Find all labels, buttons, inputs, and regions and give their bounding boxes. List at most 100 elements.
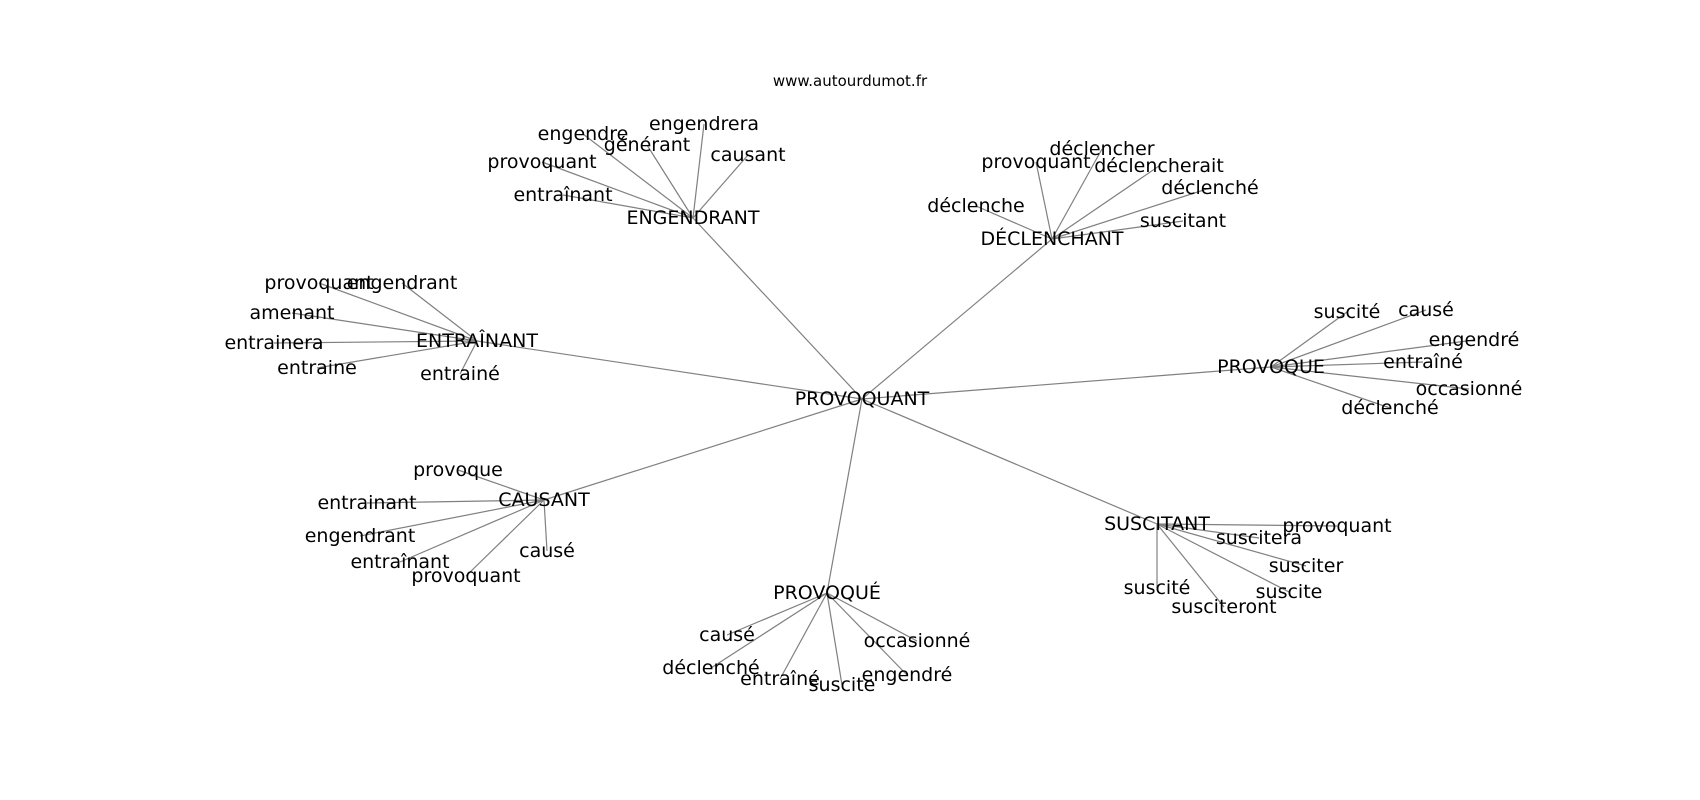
word-node[interactable]: susciter	[1269, 555, 1344, 577]
edge-entrainant-1	[401, 282, 478, 342]
word-node[interactable]: entrainant	[317, 492, 416, 514]
hub-node-provoque[interactable]: PROVOQUE	[1217, 356, 1325, 378]
edge-declenchant-0	[1035, 161, 1053, 240]
edge-engendrant-4	[541, 161, 694, 219]
word-node[interactable]: engendrant	[305, 525, 416, 547]
word-node[interactable]: déclenche	[927, 195, 1024, 217]
word-node[interactable]: entraînant	[513, 184, 612, 206]
edge-declenchant-3	[1051, 187, 1211, 240]
edge-causant-4	[465, 499, 545, 577]
word-node[interactable]: susciteront	[1171, 596, 1276, 618]
edge-provoque-acc-3	[826, 592, 843, 686]
hub-node-engendrant[interactable]: ENGENDRANT	[626, 207, 759, 229]
hub-node-provoque-acc[interactable]: PROVOQUÉ	[773, 581, 881, 604]
word-node[interactable]: provoquant	[1282, 515, 1391, 537]
edge-center-suscitant	[861, 398, 1158, 525]
word-node[interactable]: provoquant	[264, 272, 373, 294]
word-node[interactable]: entraîné	[740, 668, 820, 690]
edge-provoque-1	[1270, 309, 1427, 368]
hub-node-declenchant[interactable]: DÉCLENCHANT	[980, 227, 1123, 250]
edges-layer	[273, 123, 1475, 686]
word-node[interactable]: engendré	[1429, 329, 1520, 351]
word-node[interactable]: entraîné	[1383, 351, 1463, 373]
edge-causant-3	[399, 499, 545, 563]
word-node[interactable]: déclenché	[1341, 397, 1438, 419]
word-node[interactable]: amenant	[249, 302, 334, 324]
edge-center-provoque-acc	[826, 398, 863, 594]
word-node[interactable]: causé	[519, 540, 575, 562]
word-node[interactable]: déclencher	[1049, 138, 1154, 160]
edge-provoque-4	[1270, 366, 1470, 390]
word-node[interactable]: déclencherait	[1094, 155, 1224, 177]
word-node[interactable]: suscitant	[1140, 210, 1226, 232]
word-node[interactable]: causé	[1398, 299, 1454, 321]
edge-declenchant-1	[1051, 148, 1103, 240]
hub-node-suscitant[interactable]: SUSCITANT	[1104, 513, 1210, 535]
word-node[interactable]: déclenché	[1161, 177, 1258, 199]
hub-node-causant[interactable]: CAUSANT	[498, 489, 590, 511]
word-node[interactable]: provoquant	[981, 151, 1090, 173]
edge-entrainant-3	[273, 340, 478, 344]
word-node[interactable]: entrainera	[224, 332, 323, 354]
word-node[interactable]: suscite	[809, 674, 876, 696]
edge-declenchant-4	[975, 205, 1053, 240]
word-node[interactable]: engendre	[538, 123, 629, 145]
word-node[interactable]: entraînant	[350, 551, 449, 573]
edge-provoque-acc-5	[826, 592, 918, 642]
edge-suscitant-4	[1156, 523, 1225, 608]
edge-provoque-acc-1	[710, 592, 828, 669]
edge-center-causant	[543, 398, 863, 501]
word-node[interactable]: provoquant	[411, 565, 520, 587]
edge-declenchant-5	[1051, 220, 1184, 240]
word-node[interactable]: générant	[604, 134, 690, 156]
edge-center-engendrant	[692, 217, 863, 400]
word-node[interactable]: provoquant	[487, 151, 596, 173]
word-node[interactable]: occasionné	[864, 630, 971, 652]
edge-provoque-0	[1270, 311, 1348, 368]
word-node[interactable]: causé	[699, 624, 755, 646]
edge-engendrant-0	[582, 133, 694, 219]
word-node[interactable]: entraine	[277, 357, 357, 379]
edge-center-entrainant	[476, 340, 863, 400]
edge-causant-2	[359, 499, 545, 537]
edge-entrainant-4	[316, 340, 478, 369]
edge-provoque-acc-2	[779, 592, 828, 680]
edge-entrainant-0	[318, 282, 478, 342]
word-node[interactable]: provoque	[413, 459, 503, 481]
center-node[interactable]: PROVOQUANT	[795, 388, 930, 410]
edge-engendrant-2	[692, 123, 705, 219]
edge-provoque-3	[1270, 361, 1424, 368]
word-node[interactable]: occasionné	[1416, 378, 1523, 400]
word-node[interactable]: entrainé	[420, 363, 500, 385]
edge-causant-1	[366, 499, 545, 504]
word-node[interactable]: suscitera	[1216, 527, 1302, 549]
edge-provoque-acc-0	[726, 592, 828, 636]
edge-provoque-acc-4	[826, 592, 908, 676]
word-node[interactable]: suscité	[1314, 301, 1381, 323]
word-node[interactable]: engendrant	[347, 272, 458, 294]
word-node[interactable]: engendré	[862, 664, 953, 686]
edge-suscitant-3	[1156, 523, 1290, 593]
word-node[interactable]: suscite	[1256, 581, 1323, 603]
word-node[interactable]: causant	[710, 144, 785, 166]
edge-suscitant-2	[1156, 523, 1307, 567]
word-node[interactable]: suscité	[1124, 577, 1191, 599]
edge-suscitant-1	[1156, 523, 1260, 539]
edge-provoque-5	[1270, 366, 1391, 409]
edge-entrainant-5	[459, 340, 478, 375]
edge-engendrant-1	[646, 144, 694, 219]
edge-causant-5	[543, 499, 548, 552]
source-label: www.autourdumot.fr	[772, 72, 928, 90]
edge-provoque-2	[1270, 339, 1475, 368]
edge-center-declenchant	[861, 238, 1053, 400]
word-node[interactable]: déclenché	[662, 657, 759, 679]
edge-engendrant-5	[562, 194, 694, 219]
word-node[interactable]: engendrera	[649, 113, 759, 135]
edge-causant-0	[457, 469, 545, 501]
hub-node-entrainant[interactable]: ENTRAÎNANT	[416, 329, 538, 352]
edge-center-provoque	[861, 366, 1272, 400]
edge-entrainant-2	[291, 312, 478, 342]
edge-declenchant-2	[1051, 165, 1160, 240]
